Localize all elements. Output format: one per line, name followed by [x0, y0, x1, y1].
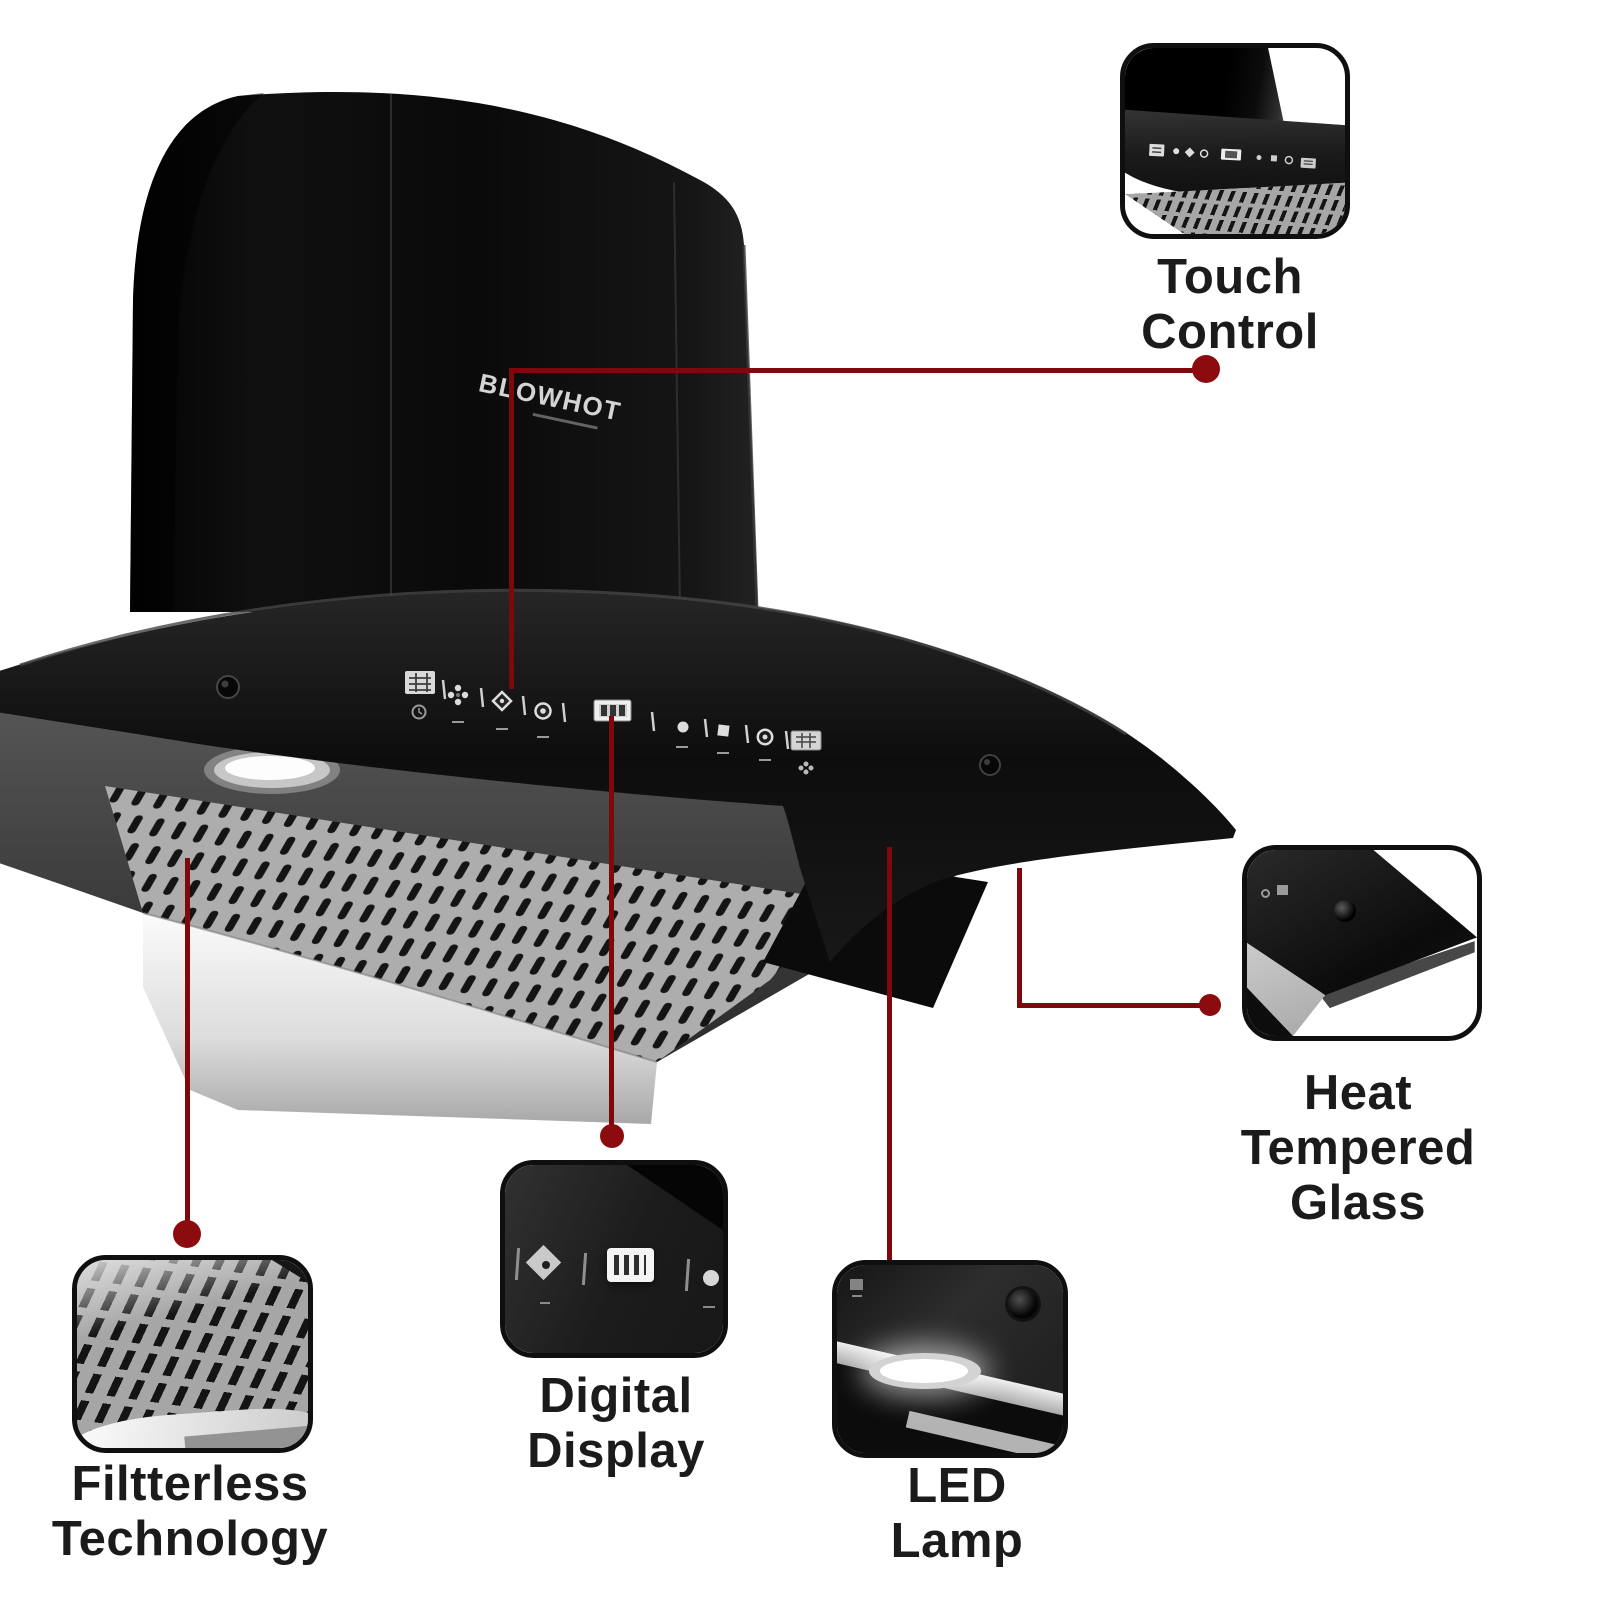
thumb-diamond-center: [542, 1260, 551, 1269]
grid-display-icon: [790, 730, 822, 775]
fan-icon: [447, 684, 469, 706]
control-panel: [405, 671, 822, 775]
connector-dot-heat-glass: [1199, 994, 1221, 1016]
thumb-icon-label: [852, 1295, 862, 1297]
thumbnail-digital-display: [500, 1160, 728, 1358]
feature-label-digital-display: Digital Display: [527, 1369, 705, 1478]
thumb-screw-icon: [1334, 900, 1357, 923]
thumb-screw-icon: [1008, 1289, 1039, 1320]
connector-digital-display: [609, 716, 614, 1128]
thumb-tiny-button-icon: [1260, 889, 1270, 899]
thumb-display-icon: [850, 1279, 863, 1290]
connector-filterless: [185, 858, 190, 1234]
square-button-icon: [717, 724, 730, 737]
thumb-control-icons: [1148, 143, 1316, 169]
glass-canopy: [0, 591, 1236, 962]
feature-label-touch-control: Touch Control: [1141, 250, 1319, 359]
chimney-duct: [130, 92, 759, 613]
dot-button-icon: [677, 721, 689, 733]
connector-dot-touch-control: [1192, 355, 1220, 383]
thumb-lamp-glow: [879, 1359, 968, 1383]
thumbnail-filterless-technology: [72, 1255, 313, 1453]
thumb-tiny-display-icon: [1276, 885, 1288, 896]
connector-touch-control-horizontal: [509, 368, 1206, 373]
digital-display-panel: [593, 699, 632, 722]
connector-heat-glass-horizontal: [1017, 1003, 1210, 1008]
thumb-dot-button-icon: [703, 1270, 720, 1287]
connector-heat-glass-vertical: [1017, 868, 1022, 1008]
screw-cap-right: [979, 754, 1001, 776]
thumbnail-led-lamp: [832, 1260, 1068, 1458]
screw-cap-left: [216, 675, 240, 699]
thumbnail-heat-tempered-glass: [1242, 845, 1482, 1041]
bottom-rim: [143, 913, 657, 1124]
filter-mesh: [105, 786, 840, 1062]
connector-dot-digital-display: [600, 1124, 624, 1148]
connector-dot-filterless: [173, 1220, 201, 1248]
ring-button-icon: [756, 728, 774, 746]
thumbnail-touch-control: [1120, 43, 1350, 239]
diamond-button-icon: [491, 690, 513, 712]
brand-tagline-bar: [532, 412, 598, 430]
feature-label-filterless-technology: Filtterless Technology: [51, 1457, 329, 1566]
connector-touch-control-vertical: [509, 370, 514, 689]
connector-led-lamp: [887, 847, 892, 1262]
round-button-icon: [534, 702, 552, 720]
thumb-tick-mark: [539, 1302, 550, 1305]
thumb-display-digits: [614, 1255, 646, 1276]
thumb-tick-mark: [703, 1306, 716, 1308]
feature-label-led-lamp: LED Lamp: [890, 1459, 1024, 1568]
feature-label-heat-tempered-glass: Heat Tempered Glass: [1240, 1066, 1476, 1230]
glass-top-highlight: [19, 588, 1127, 736]
